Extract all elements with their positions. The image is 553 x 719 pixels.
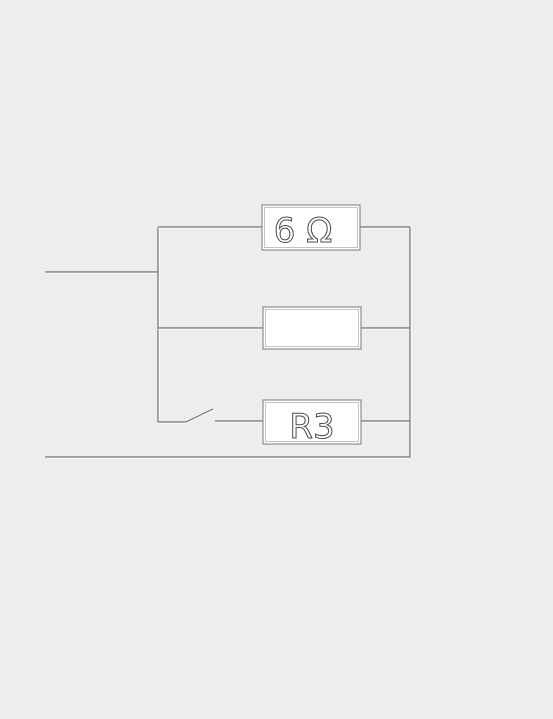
switch — [185, 408, 214, 424]
right-bus-wire — [409, 227, 412, 458]
resistor-bottom-label: R3 — [289, 407, 334, 447]
input-wire — [45, 271, 158, 274]
resistor-top-label: 6 Ω — [274, 211, 332, 251]
resistor-bottom: R3 — [262, 399, 362, 448]
return-wire — [45, 456, 410, 459]
middle-branch-wire — [158, 327, 410, 330]
left-bus-wire — [157, 227, 160, 422]
top-branch-wire — [158, 226, 410, 229]
resistor-top: 6 Ω — [261, 204, 361, 252]
bottom-branch-wire — [158, 420, 410, 424]
resistor-middle — [262, 306, 362, 350]
